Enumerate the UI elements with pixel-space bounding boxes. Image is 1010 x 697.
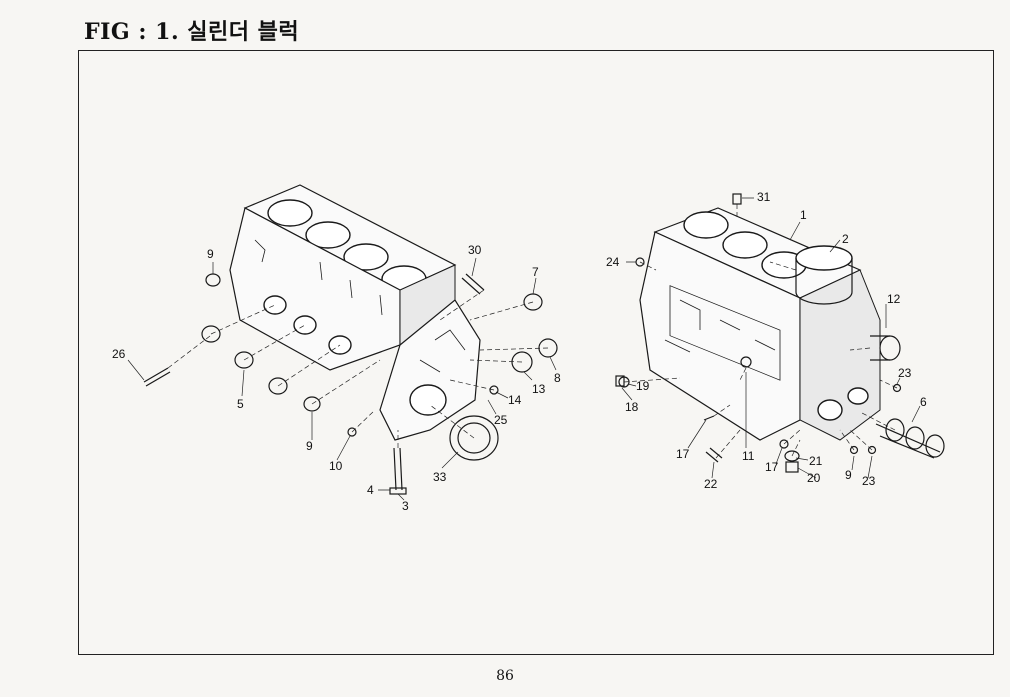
left-bore-1 [267, 199, 313, 227]
left-gear-housing [379, 299, 481, 441]
left-callout-leaders [127, 257, 557, 501]
left-bore-3 [343, 243, 389, 271]
callout-7: 7 [532, 265, 539, 279]
callout-31: 31 [757, 190, 771, 204]
part-drain-22 [705, 447, 723, 463]
callout-2: 2 [842, 232, 849, 246]
callout-33: 33 [433, 470, 447, 484]
part-stud-30 [461, 273, 485, 295]
callout-8: 8 [554, 371, 561, 385]
right-callouts: 31 1 2 24 12 23 19 18 6 17 11 21 17 20 9… [606, 190, 927, 491]
part-bushing-12 [879, 335, 901, 361]
callout-9: 9 [207, 247, 214, 261]
callout-3: 3 [402, 499, 409, 513]
right-bore-2 [722, 231, 768, 259]
part-bearing-6-sleeve [875, 423, 941, 459]
left-housing-1 [263, 295, 287, 315]
part-washer-4 [389, 487, 407, 495]
left-block-details [254, 239, 383, 316]
callout-6: 6 [920, 395, 927, 409]
part-plug-17 [779, 439, 789, 449]
left-housing-2 [293, 315, 317, 335]
part-seal-33-inner [457, 422, 491, 454]
part-pin-9 [849, 445, 859, 455]
callout-23-lower: 23 [862, 474, 876, 488]
part-liner-2-top [795, 245, 853, 271]
part-liner-2-body [795, 258, 853, 305]
right-housing-1 [817, 399, 843, 421]
callout-25: 25 [494, 413, 508, 427]
part-bushing-9-top [205, 273, 221, 287]
part-bushing-9-bottom [303, 396, 321, 412]
left-housing-details [419, 329, 466, 373]
callout-5: 5 [237, 397, 244, 411]
callout-10: 10 [329, 459, 343, 473]
part-plug-17-left [703, 415, 715, 421]
callout-17-right: 17 [765, 460, 779, 474]
part-bearing-6b [905, 426, 925, 450]
callout-20: 20 [807, 471, 821, 485]
part-pin-23-upper [892, 383, 902, 393]
callout-11: 11 [742, 449, 755, 463]
part-washer-21 [784, 450, 800, 462]
callout-21: 21 [809, 454, 823, 468]
callout-1: 1 [800, 208, 807, 222]
part-bushing-5a [201, 325, 221, 343]
callout-17-left: 17 [676, 447, 690, 461]
right-loose-parts [615, 193, 945, 473]
callout-13: 13 [532, 382, 546, 396]
right-callout-leaders [621, 197, 921, 479]
right-cylinder-block [639, 207, 881, 441]
part-pin-10 [347, 427, 357, 437]
part-pin-26 [143, 367, 171, 387]
left-assembly-lines [167, 289, 549, 448]
callout-19: 19 [636, 379, 650, 393]
right-housing-2 [847, 387, 869, 405]
callout-9-right: 9 [845, 468, 852, 482]
callout-12: 12 [887, 292, 901, 306]
part-bushing-5c [268, 377, 288, 395]
right-side-cover [669, 285, 781, 381]
part-plug-31 [732, 193, 742, 205]
part-bushing-12-body [870, 335, 890, 361]
part-plug-18 [615, 375, 625, 387]
part-bearing-6c [925, 434, 945, 458]
part-plug-13 [511, 351, 533, 373]
callout-26: 26 [112, 347, 126, 361]
right-bore-1 [683, 211, 729, 239]
part-seal-33-outer [449, 415, 499, 461]
right-block-details [664, 299, 776, 353]
left-bore-2 [305, 221, 351, 249]
page-number: 86 [496, 668, 514, 684]
part-pin-14 [489, 385, 499, 395]
part-pin-23-lower [867, 445, 877, 455]
part-plug-11 [740, 356, 752, 368]
left-front-seal-bore [409, 384, 447, 416]
left-cylinder-block [229, 184, 481, 441]
callout-9-lower: 9 [306, 439, 313, 453]
callout-24: 24 [606, 255, 620, 269]
callout-4: 4 [367, 483, 374, 497]
callout-22: 22 [704, 477, 718, 491]
diagram-frame [78, 50, 994, 655]
right-assembly-lines [623, 204, 898, 459]
callout-18: 18 [625, 400, 639, 414]
part-bushing-5b [234, 351, 254, 369]
callout-14: 14 [508, 393, 522, 407]
part-bearing-6a [885, 418, 905, 442]
part-bolt-3 [393, 447, 403, 491]
left-callouts: 9 30 7 26 5 13 8 14 25 9 10 33 4 3 [112, 243, 561, 513]
callout-30: 30 [468, 243, 482, 257]
callout-23-upper: 23 [898, 366, 912, 380]
part-plug-20 [785, 461, 799, 473]
figure-title: FIG : 1. 실린더 블럭 [84, 19, 300, 45]
